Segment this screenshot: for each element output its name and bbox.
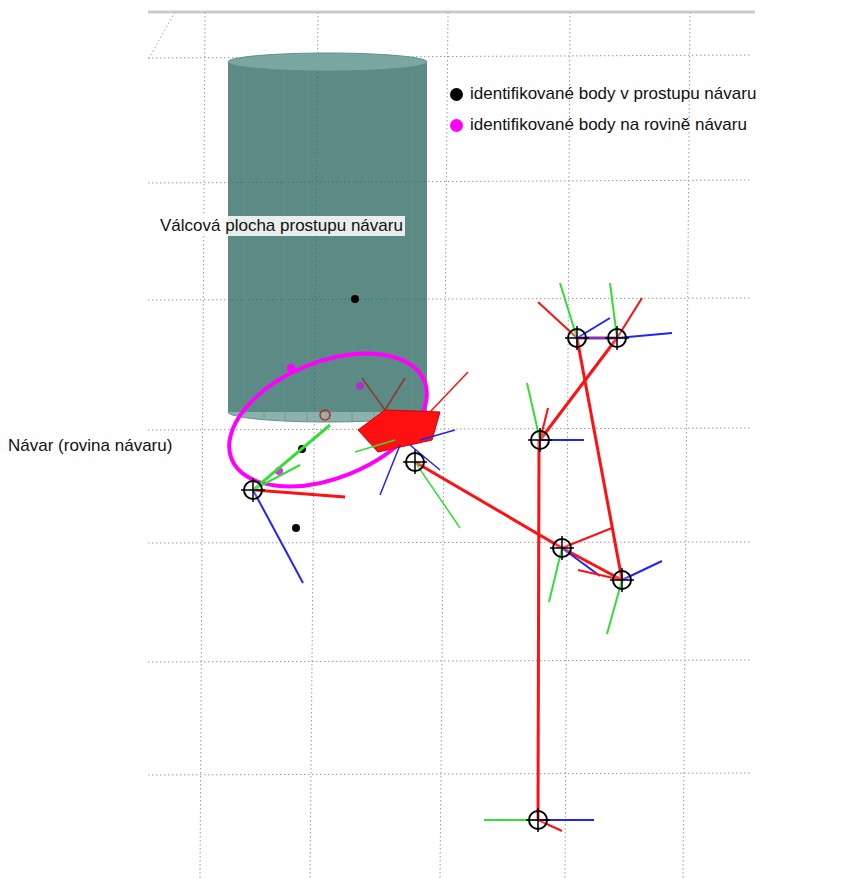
grid-line	[683, 12, 690, 879]
axis	[380, 445, 400, 495]
link	[538, 440, 539, 820]
robot-links	[253, 338, 622, 820]
legend-swatch	[450, 88, 463, 101]
grid	[148, 12, 755, 879]
link	[253, 490, 345, 497]
link	[562, 548, 622, 580]
weld-plane-ellipse	[210, 327, 446, 512]
legend-text: identifikované body v prostupu návaru	[470, 84, 756, 104]
grid-line	[148, 12, 175, 60]
legend-swatch	[450, 119, 463, 132]
facet-line	[330, 70, 331, 421]
facet-line	[285, 68, 286, 420]
grid-line	[200, 12, 205, 879]
link	[253, 425, 330, 490]
grid-line	[148, 660, 750, 662]
axis	[385, 378, 405, 410]
legend-entry: identifikované body v prostupu návaru	[450, 84, 756, 104]
grid-line	[148, 773, 750, 775]
grid-line	[148, 428, 750, 430]
facet-line	[352, 70, 353, 421]
cylinder-point	[292, 524, 300, 532]
joint-markers	[241, 326, 634, 832]
cylinder-facets	[245, 64, 412, 421]
cylinder-point	[351, 295, 359, 303]
facet-line	[394, 66, 395, 418]
axis	[415, 462, 460, 528]
plane-point	[287, 364, 295, 372]
facet-line	[307, 70, 308, 421]
facet-line	[412, 64, 413, 415]
cylinder	[228, 53, 427, 422]
legend-entry: identifikované body na rovině návaru	[450, 115, 747, 135]
axis	[420, 430, 455, 440]
figure-label: Válcová plocha prostupu návaru	[158, 216, 405, 236]
link	[577, 338, 622, 580]
grid-line	[148, 542, 750, 543]
facet-line	[264, 66, 265, 418]
figure-label: Návar (rovina návaru)	[6, 436, 174, 456]
joint-frames	[253, 283, 672, 831]
torch-axes	[355, 372, 468, 528]
axis	[355, 440, 395, 452]
center-point	[320, 410, 330, 420]
plane-point	[356, 382, 364, 390]
grid-line	[148, 11, 755, 14]
legend-text: identifikované body na rovině návaru	[470, 115, 747, 135]
grid-line	[440, 12, 448, 879]
axis	[253, 490, 303, 583]
grid-line	[565, 12, 570, 879]
facet-line	[374, 68, 375, 420]
joint-crosshair	[241, 326, 634, 832]
link	[415, 462, 562, 548]
axis	[430, 372, 468, 412]
cylinder-top	[228, 53, 427, 71]
facet-line	[245, 64, 246, 415]
axis	[362, 378, 385, 410]
